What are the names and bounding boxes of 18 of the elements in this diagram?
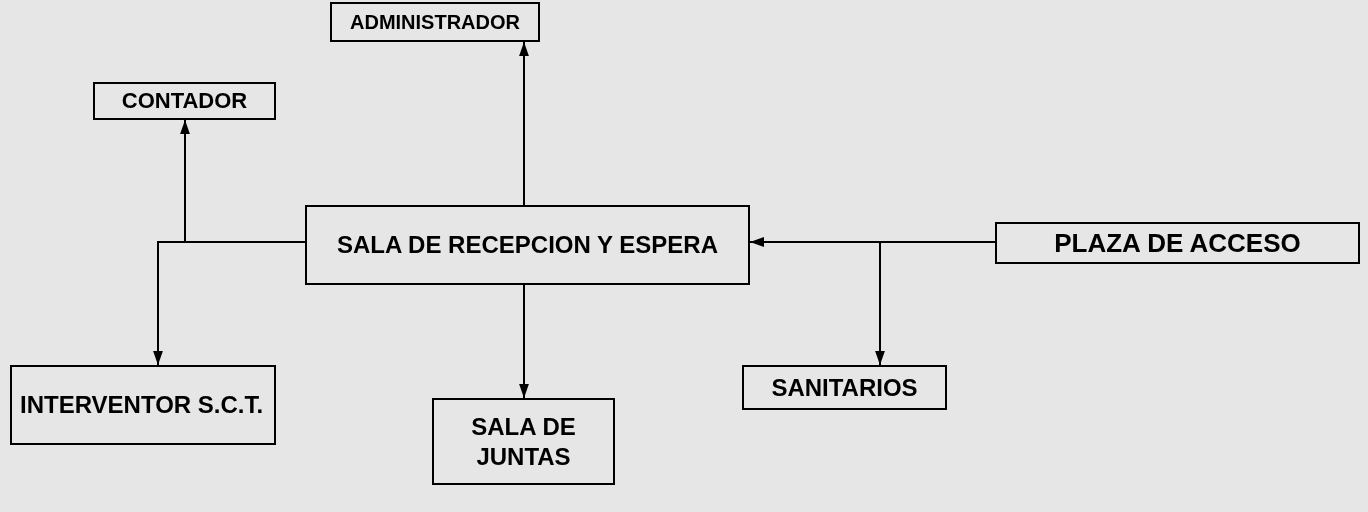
- arrow: [153, 241, 306, 366]
- process-box: [305, 205, 750, 285]
- box-label: SANITARIOS: [771, 372, 918, 403]
- box-label: ADMINISTRADOR: [350, 9, 520, 35]
- box-label: SALA DE JUNTAS: [470, 411, 577, 472]
- arrow: [519, 284, 529, 399]
- arrow: [875, 241, 996, 366]
- box-label: SALA DE RECEPCION Y ESPERA: [337, 230, 718, 260]
- process-box: [995, 222, 1360, 264]
- process-box: [93, 82, 276, 120]
- process-box: [330, 2, 540, 42]
- process-box: [10, 365, 276, 445]
- process-box: [432, 398, 615, 485]
- box-label: CONTADOR: [121, 87, 248, 115]
- process-box: [742, 365, 947, 410]
- box-label: INTERVENTOR S.C.T.: [20, 390, 264, 420]
- arrow: [519, 41, 529, 206]
- box-label: PLAZA DE ACCESO: [1054, 226, 1301, 260]
